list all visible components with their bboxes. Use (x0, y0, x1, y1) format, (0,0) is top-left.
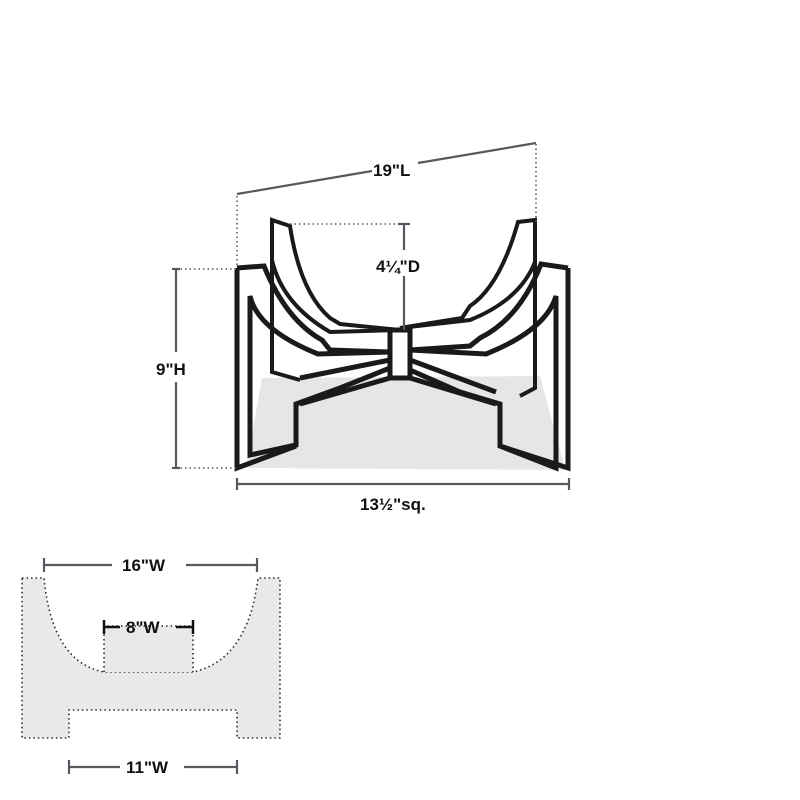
dimension-height: 9"H (156, 267, 237, 470)
profile-shape (21, 577, 281, 739)
leg-front-left (236, 263, 391, 459)
dimension-bottom-width: 11"W (67, 758, 239, 777)
leg-back-right (399, 217, 537, 398)
leg-back-left (270, 217, 401, 382)
depth-label: 4¼"D (376, 257, 420, 276)
leg-front-left-outer (234, 268, 297, 472)
dimension-depth: 4¼"D (290, 222, 420, 330)
inner-width-label: 8"W (126, 618, 161, 637)
profile-inner-notch (103, 625, 194, 672)
dimension-top-width: 16"W (42, 556, 259, 575)
cross-base (299, 357, 497, 407)
length-label: 19"L (373, 161, 410, 180)
center-hub (387, 327, 413, 381)
bottom-width-label: 11"W (126, 758, 169, 777)
top-width-label: 16"W (122, 556, 166, 575)
leg-front-right (408, 261, 569, 472)
base-label: 13½"sq. (360, 495, 426, 514)
profile-cross-section (21, 577, 281, 739)
dimension-base: 13½"sq. (235, 478, 571, 514)
dimension-inner-width: 8"W (102, 618, 195, 637)
height-label: 9"H (156, 360, 186, 379)
leg-front-right-outer (499, 268, 571, 472)
dimension-length: 19"L (236, 141, 537, 268)
stand-illustration (234, 217, 571, 472)
